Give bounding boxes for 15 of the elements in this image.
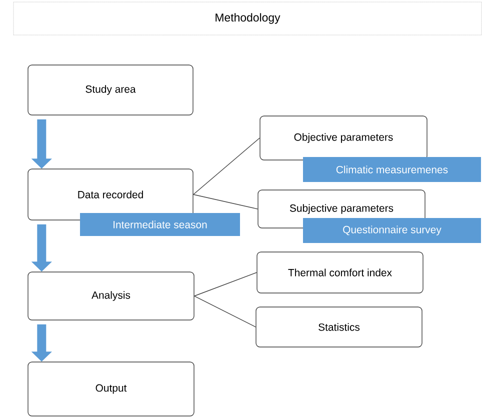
process-box: Statistics <box>256 306 422 348</box>
tag-box: Climatic measuremenes <box>303 157 481 182</box>
tag-box: Intermediate season <box>80 213 240 236</box>
process-box: Data recorded <box>28 168 194 220</box>
connector-line <box>193 194 258 210</box>
tag-box: Questionnaire survey <box>303 218 481 243</box>
title-box: Methodology <box>13 2 482 36</box>
connector-line <box>194 296 256 328</box>
process-box: Output <box>28 362 194 416</box>
process-box: Study area <box>28 64 194 116</box>
connector-line <box>193 138 260 195</box>
process-box: Objective parameters <box>260 116 428 160</box>
process-box: Thermal comfort index <box>256 252 424 294</box>
connector-line <box>194 272 257 296</box>
process-box: Analysis <box>28 272 194 320</box>
